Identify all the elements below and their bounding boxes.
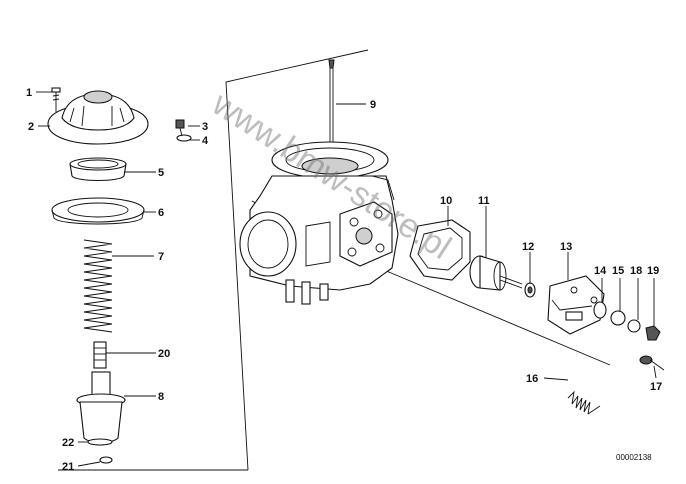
callout-1: 1	[26, 87, 32, 99]
small-washer-part	[524, 282, 536, 298]
callout-8: 8	[158, 391, 164, 403]
washer-ring-part	[51, 197, 145, 225]
callout-14: 14	[594, 265, 607, 277]
gasket-part	[409, 219, 471, 281]
callout-6: 6	[158, 207, 164, 219]
reference-number: 00002138	[616, 453, 652, 462]
spring-part	[83, 239, 113, 333]
callout-19: 19	[647, 265, 659, 277]
callout-3: 3	[202, 121, 208, 133]
washer-stack-part	[593, 301, 641, 333]
callout-20: 20	[158, 348, 170, 360]
clip-part	[99, 456, 113, 464]
callout-9: 9	[370, 99, 376, 111]
ring-nut-part	[69, 157, 127, 182]
callout-13: 13	[560, 241, 572, 253]
callout-4: 4	[202, 135, 209, 147]
needle-holder-part	[93, 341, 107, 369]
callout-15: 15	[612, 265, 624, 277]
screw-part	[51, 87, 61, 112]
nut-part	[645, 325, 661, 341]
callout-16: 16	[526, 373, 538, 385]
callout-11: 11	[478, 195, 490, 207]
cover-part	[47, 90, 149, 145]
callout-21: 21	[62, 461, 74, 473]
callout-10: 10	[440, 195, 452, 207]
callout-17: 17	[650, 381, 662, 393]
small-spring-part	[567, 390, 601, 415]
small-parts-3-4	[175, 119, 192, 142]
leader-lines	[36, 91, 657, 467]
callout-7: 7	[158, 251, 164, 263]
callout-18: 18	[630, 265, 642, 277]
callout-22: 22	[62, 437, 74, 449]
callout-labels: 1 2 3 4 5 6 7 8 9 10 11 12 13 14 15 16 1…	[26, 87, 662, 473]
o-ring-part	[87, 438, 113, 446]
starter-housing-part	[547, 275, 605, 335]
callout-2: 2	[28, 121, 34, 133]
starter-disc-part	[469, 255, 523, 291]
callout-5: 5	[158, 167, 164, 179]
piston-slide-part	[76, 371, 126, 444]
callout-12: 12	[522, 241, 534, 253]
carburetor-body	[239, 59, 399, 305]
screw-17-part	[639, 355, 665, 371]
